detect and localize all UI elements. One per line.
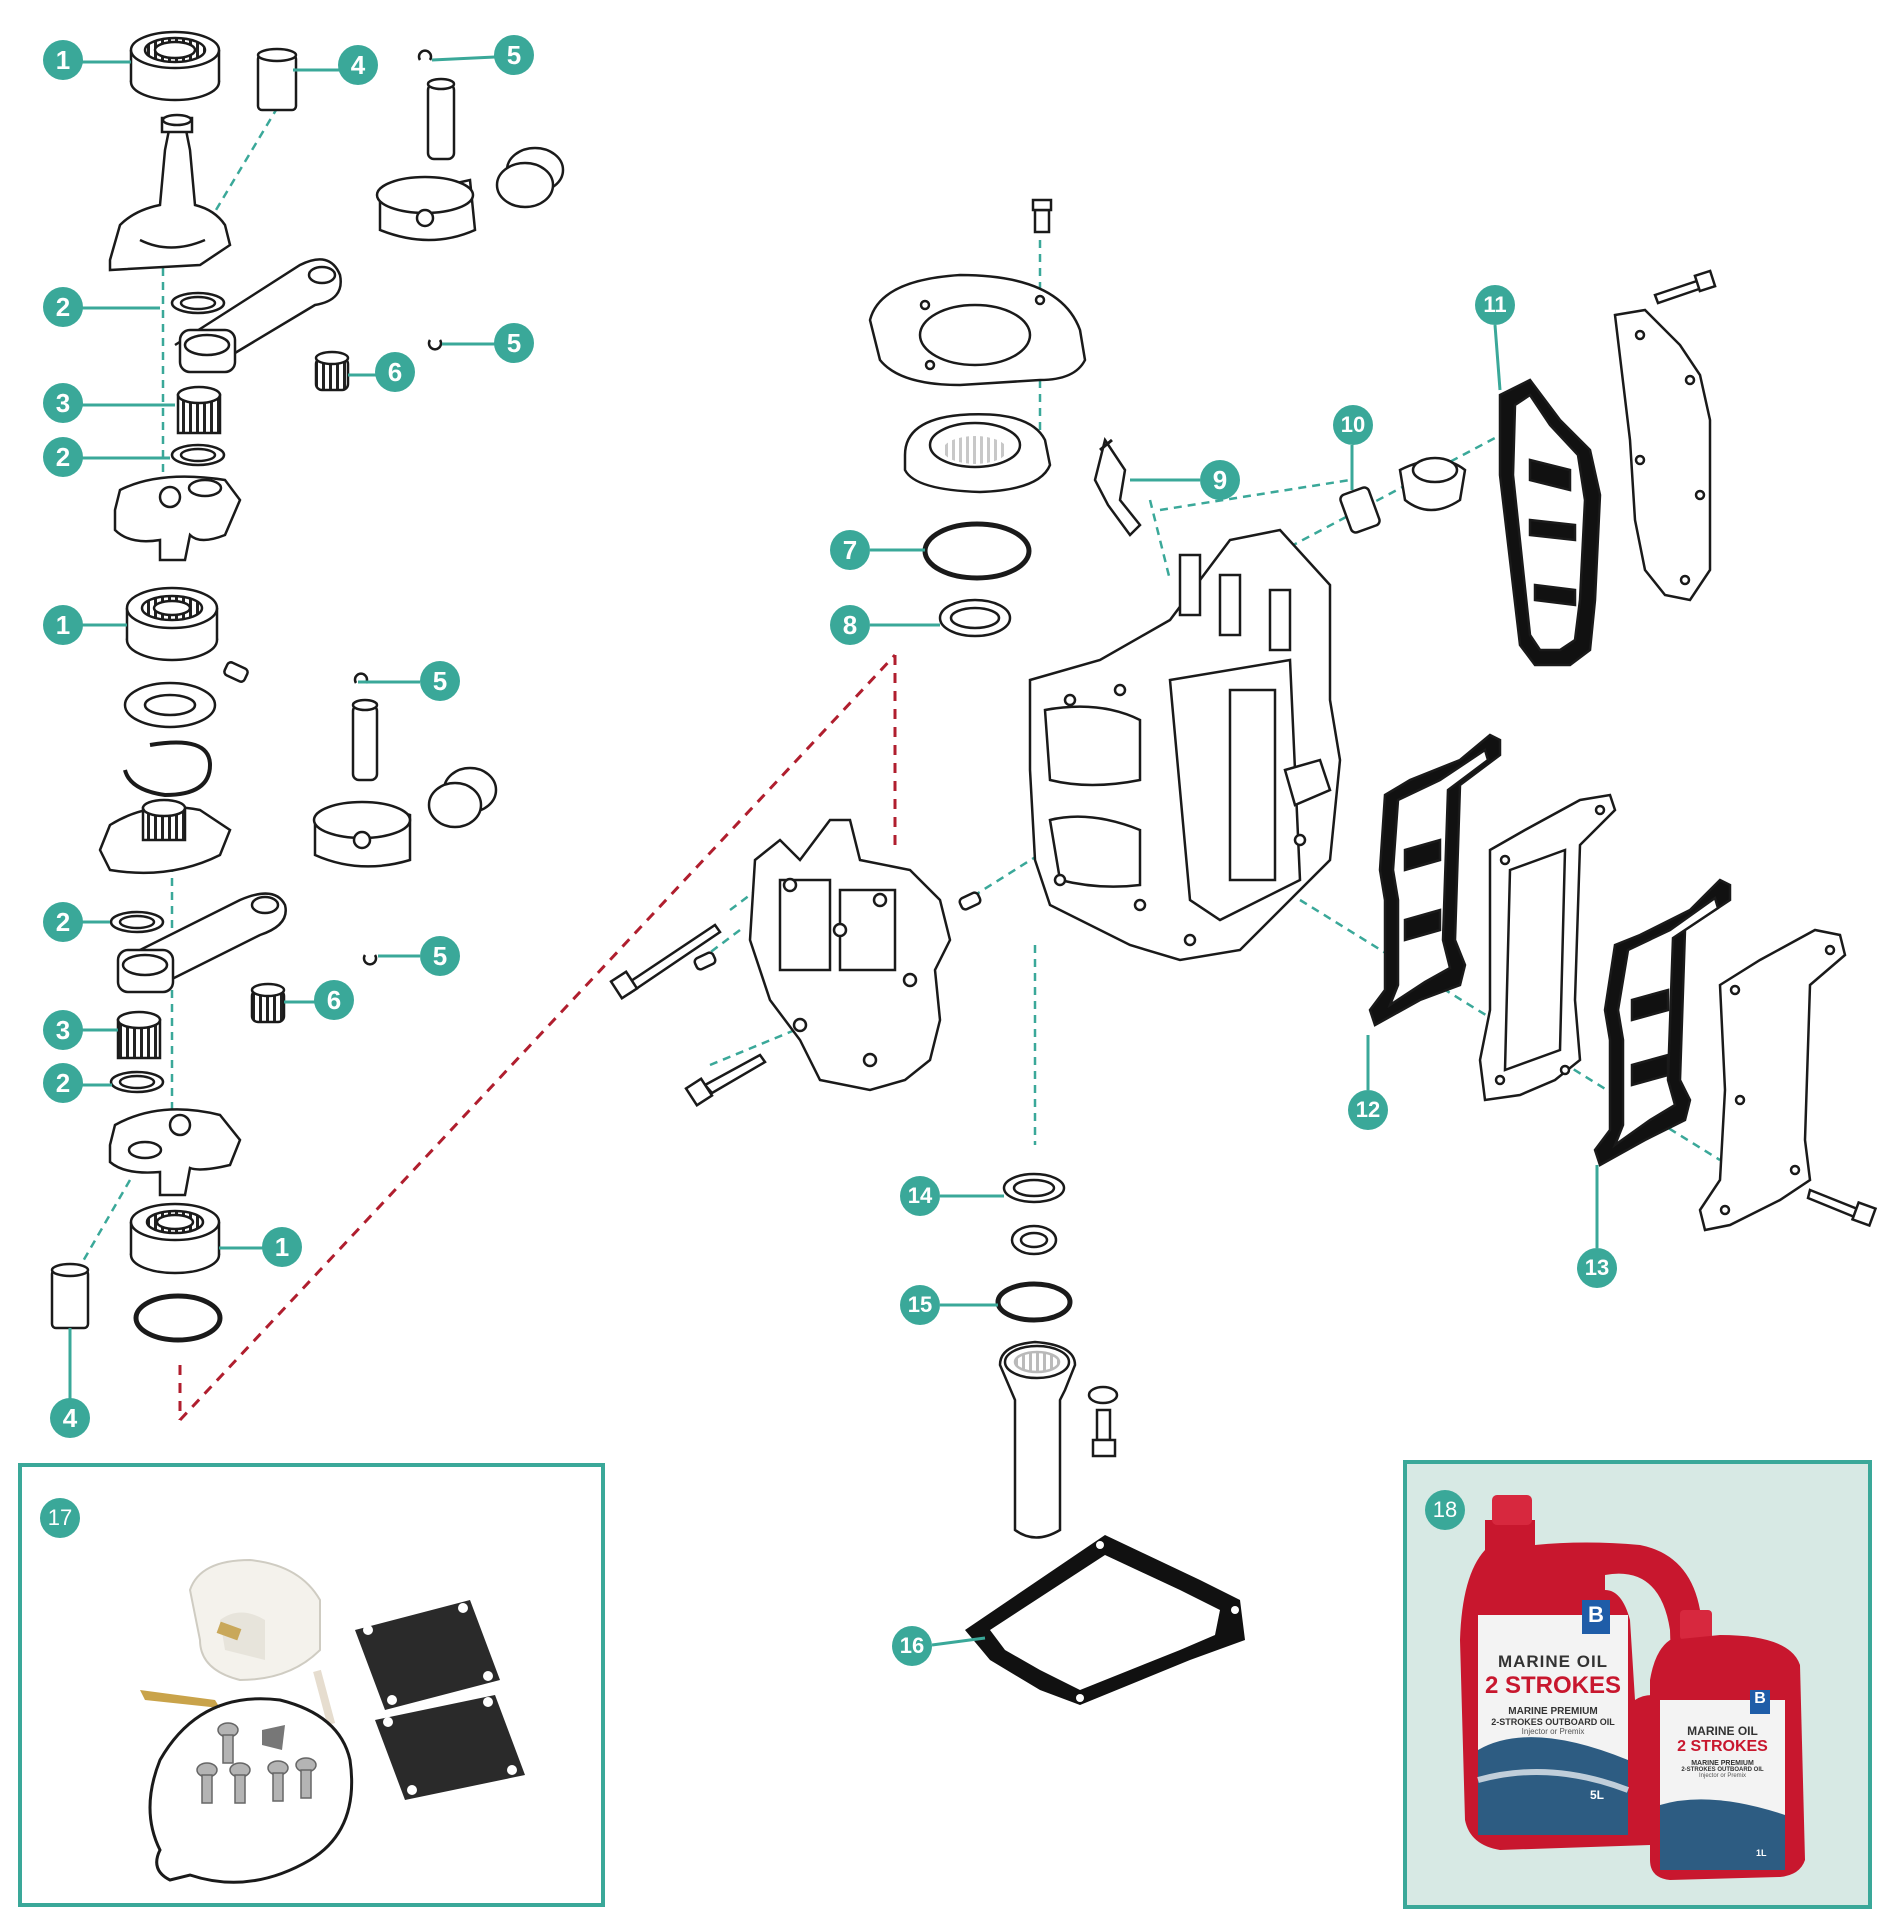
- bottle-large-line2: 2 STROKES: [1484, 1672, 1622, 1699]
- bottle-small-label: B MARINE OIL 2 STROKES MARINE PREMIUM 2-…: [1660, 1688, 1785, 1858]
- water-jacket-gasket: [1498, 378, 1602, 667]
- connecting-rod-upper: [174, 258, 342, 374]
- crankshaft-lower-web: [108, 1108, 242, 1197]
- crankcase-bolts: [609, 891, 982, 1108]
- callout-9: 9: [1200, 460, 1240, 500]
- callout-5: 5: [494, 323, 534, 363]
- marine-oil-box: [1403, 1460, 1872, 1909]
- crankshaft-upper-web: [108, 113, 232, 272]
- callout-6: 6: [314, 980, 354, 1020]
- bottle-large-line4: 2-STROKES OUTBOARD OIL: [1491, 1717, 1615, 1727]
- callout-leaders: [68, 55, 1599, 1647]
- bottle-large-label: B MARINE OIL 2 STROKES MARINE PREMIUM 2-…: [1478, 1600, 1628, 1802]
- upper-bearing-housing: [868, 198, 1087, 387]
- oil-bottle-5l: [1460, 1495, 1705, 1850]
- oil-bottle-1l: [1650, 1610, 1805, 1880]
- snap-ring: [123, 740, 213, 798]
- callout-3: 3: [43, 1010, 83, 1050]
- bottle-large-line5: Injector or Premix: [1521, 1727, 1585, 1736]
- callout-16: 16: [892, 1626, 932, 1666]
- callout-1: 1: [43, 605, 83, 645]
- bottle-small-size: 1L: [1756, 1848, 1767, 1858]
- exhaust-gasket-outer: [1593, 878, 1732, 1167]
- callout-4: 4: [50, 1398, 90, 1438]
- bottle-small-line3: MARINE PREMIUM: [1691, 1760, 1754, 1767]
- connecting-rod-lower: [116, 892, 287, 994]
- spark-plug: [1093, 436, 1142, 537]
- dowel-pin-top: [256, 47, 298, 112]
- callout-2: 2: [43, 902, 83, 942]
- main-bearing-top: [129, 30, 221, 102]
- callout-18: 18: [1425, 1490, 1465, 1530]
- exhaust-outer-cover: [1698, 928, 1878, 1232]
- thermostat: [1339, 456, 1467, 534]
- o-ring-7: [922, 521, 1032, 581]
- exhaust-divider-plate: [1478, 793, 1617, 1102]
- callout-5: 5: [494, 35, 534, 75]
- bottle-large-brand: B: [1588, 1602, 1604, 1627]
- callout-12: 12: [1348, 1090, 1388, 1130]
- base-gasket: [965, 1535, 1245, 1705]
- exhaust-gasket-inner: [1368, 733, 1502, 1027]
- callout-3: 3: [43, 383, 83, 423]
- crankcase-half: [748, 818, 952, 1092]
- callout-14: 14: [900, 1176, 940, 1216]
- bottle-small-line5: Injector or Premix: [1698, 1773, 1746, 1779]
- callout-10: 10: [1333, 405, 1373, 445]
- right-side-parts: [1368, 269, 1878, 1232]
- water-jacket-cover: [1613, 269, 1717, 602]
- callout-1: 1: [43, 40, 83, 80]
- o-ring-15: [995, 1281, 1073, 1323]
- bottle-large-size: 5L: [1590, 1788, 1605, 1802]
- crankshaft-middle-web: [113, 475, 242, 562]
- bottle-small-brand: B: [1754, 1690, 1766, 1707]
- callout-2: 2: [43, 287, 83, 327]
- assembly-link-lines: [178, 653, 897, 1422]
- carburetor-repair-kit-box: [18, 1463, 605, 1907]
- callout-2: 2: [43, 1063, 83, 1103]
- bottle-small-line2: 2 STROKES: [1677, 1738, 1768, 1755]
- callout-5: 5: [420, 661, 460, 701]
- callout-13: 13: [1577, 1248, 1617, 1288]
- needle-bearing-upper: [176, 385, 222, 435]
- callout-8: 8: [830, 605, 870, 645]
- washer: [1087, 1385, 1119, 1405]
- small-end-bearing-upper: [314, 350, 350, 392]
- callout-15: 15: [900, 1285, 940, 1325]
- callout-17: 17: [40, 1498, 80, 1538]
- piston-upper: [375, 49, 565, 351]
- bolt: [1095, 1408, 1112, 1442]
- main-bearing-lower: [129, 1202, 221, 1275]
- lower-bearing-sleeve: [998, 1340, 1077, 1539]
- bottle-small-line1: MARINE OIL: [1687, 1724, 1758, 1738]
- callout-4: 4: [338, 45, 378, 85]
- o-ring-lower: [133, 1293, 223, 1343]
- piston-lower: [312, 672, 498, 966]
- callout-11: 11: [1475, 285, 1515, 325]
- crankcase-assembly: [609, 198, 1721, 1539]
- dowel-pin-lower: [50, 1268, 90, 1330]
- callout-1: 1: [262, 1227, 302, 1267]
- crankshaft-assembly: [50, 30, 565, 1343]
- callout-2: 2: [43, 437, 83, 477]
- callout-7: 7: [830, 530, 870, 570]
- callout-5: 5: [420, 936, 460, 976]
- seal-housing: [903, 413, 1052, 494]
- bottle-large-line1: MARINE OIL: [1497, 1652, 1609, 1671]
- bolt-top: [1033, 208, 1051, 234]
- crankshaft-gear-web: [98, 798, 232, 875]
- cylinder-block: [1028, 528, 1342, 962]
- bottle-small-line4: 2-STROKES OUTBOARD OIL: [1681, 1767, 1764, 1773]
- bottle-large-line3: MARINE PREMIUM: [1508, 1706, 1598, 1717]
- callout-6: 6: [375, 352, 415, 392]
- main-bearing-middle: [125, 586, 219, 662]
